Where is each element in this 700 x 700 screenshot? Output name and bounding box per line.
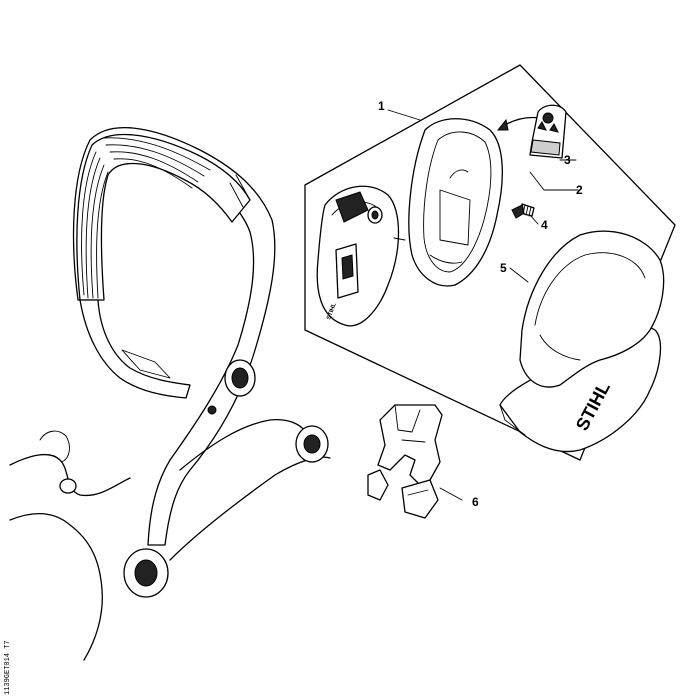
callout-1: 1 (378, 99, 385, 113)
cable-clip-part (367, 404, 443, 519)
callout-3: 3 (564, 153, 571, 167)
handle-shell-part (408, 118, 503, 287)
callout-2: 2 (576, 183, 583, 197)
handle-cover-part: STIHL (499, 230, 665, 453)
control-handle-part: STIHL (316, 185, 406, 327)
brand-label-control: STIHL (326, 302, 338, 321)
callout-6: 6 (472, 495, 479, 509)
callout-5: 5 (500, 261, 507, 275)
handle-grip (76, 133, 251, 301)
drawing-number: 1139GET014 T7 (4, 640, 12, 695)
placement-arrow-head (496, 118, 509, 131)
callout-4: 4 (541, 218, 548, 232)
screw-part (511, 203, 535, 219)
handlebar-illustration (9, 127, 331, 661)
warning-label-part (529, 104, 567, 159)
leader-lines (387, 109, 579, 501)
callout-labels: 1 2 3 4 5 6 (378, 99, 583, 509)
